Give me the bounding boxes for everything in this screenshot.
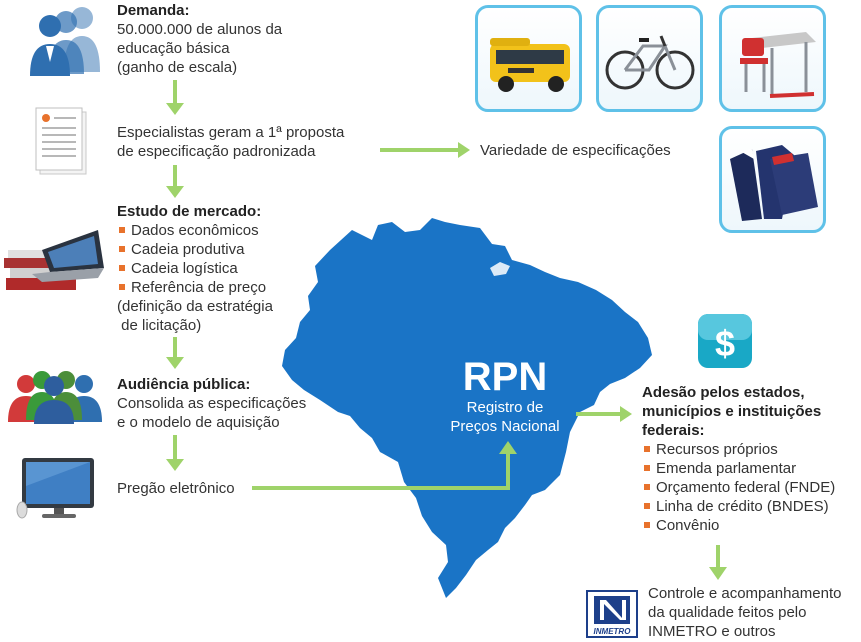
photo-school-desk xyxy=(719,5,826,112)
step-demanda-line: educação básica xyxy=(117,40,230,57)
adesao-title-line: municípios e instituições xyxy=(642,403,822,420)
map-island xyxy=(490,262,510,276)
people-colored-icon xyxy=(8,371,102,424)
arrow-head-variedade xyxy=(458,142,470,158)
step-pregao: Pregão eletrônico xyxy=(117,480,235,497)
school-desk-icon xyxy=(740,32,816,98)
step-estudo-extra: (definição da estratégia xyxy=(117,298,273,315)
step-audiencia-line: Consolida as especificações xyxy=(117,395,307,412)
step-especialistas: Especialistas geram a 1ª proposta de esp… xyxy=(117,123,387,161)
step-estudo-title: Estudo de mercado: xyxy=(117,203,262,220)
adesao-title-line: Adesão pelos estados, xyxy=(642,384,805,401)
svg-text:$: $ xyxy=(715,323,735,364)
uniform-icon xyxy=(730,145,818,221)
inmetro-logo-icon: INMETRO xyxy=(586,590,638,638)
step-estudo-bullet: Cadeia logística xyxy=(117,259,347,278)
adesao-bullet: Orçamento federal (FNDE) xyxy=(642,478,857,497)
adesao-block: Adesão pelos estados, municípios e insti… xyxy=(642,383,857,535)
computer-monitor-icon xyxy=(16,458,94,519)
controle-block: Controle e acompanhamento da qualidade f… xyxy=(648,584,860,641)
brazil-map xyxy=(282,218,652,598)
laptop-books-icon xyxy=(4,230,104,290)
step-especialistas-line: de especificação padronizada xyxy=(117,143,316,160)
variedade-label: Variedade de especificações xyxy=(480,142,671,159)
adesao-bullet: Recursos próprios xyxy=(642,440,857,459)
people-group-icon xyxy=(30,7,100,76)
step-estudo-bullet: Referência de preço xyxy=(117,278,347,297)
arrow-pregao-to-rpn xyxy=(252,452,510,490)
document-icon xyxy=(35,107,87,175)
arrow-heads-left xyxy=(166,103,184,471)
controle-line: INMETRO e outros xyxy=(648,623,776,640)
step-audiencia-title: Audiência pública: xyxy=(117,376,251,393)
adesao-bullet: Linha de crédito (BNDES) xyxy=(642,497,857,516)
step-estudo: Estudo de mercado: Dados econômicos Cade… xyxy=(117,202,347,335)
step-demanda-line: (ganho de escala) xyxy=(117,59,238,76)
inmetro-logo-text: INMETRO xyxy=(594,627,632,636)
rpn-acronym: RPN xyxy=(462,355,548,399)
controle-line: Controle e acompanhamento xyxy=(648,585,842,602)
step-audiencia: Audiência pública: Consolida as especifi… xyxy=(117,375,357,432)
adesao-bullet: Emenda parlamentar xyxy=(642,459,857,478)
step-demanda-title: Demanda: xyxy=(117,2,190,19)
rpn-label: RPN Registro de Preços Nacional xyxy=(430,356,580,436)
adesao-title-line: federais: xyxy=(642,422,705,439)
bicycle-icon xyxy=(605,35,695,90)
photo-school-bus xyxy=(475,5,582,112)
photo-bicycle xyxy=(596,5,703,112)
arrow-head-controle xyxy=(709,567,727,580)
step-estudo-bullet: Dados econômicos xyxy=(117,221,347,240)
controle-line: da qualidade feitos pelo xyxy=(648,604,807,621)
step-demanda: Demanda: 50.000.000 de alunos da educaçã… xyxy=(117,1,357,77)
step-audiencia-line: e o modelo de aquisição xyxy=(117,414,280,431)
arrow-head-adesao xyxy=(620,406,632,422)
step-especialistas-line: Especialistas geram a 1ª proposta xyxy=(117,124,345,141)
adesao-bullet: Convênio xyxy=(642,516,857,535)
arrow-head-rpn xyxy=(499,441,517,454)
photo-uniform xyxy=(719,126,826,233)
step-demanda-line: 50.000.000 de alunos da xyxy=(117,21,283,38)
step-estudo-extra: de licitação) xyxy=(117,317,202,334)
school-bus-icon xyxy=(490,38,570,92)
dollar-icon: $ xyxy=(698,314,752,368)
step-estudo-bullet: Cadeia produtiva xyxy=(117,240,347,259)
rpn-line: Preços Nacional xyxy=(450,418,560,435)
rpn-line: Registro de xyxy=(466,399,544,416)
